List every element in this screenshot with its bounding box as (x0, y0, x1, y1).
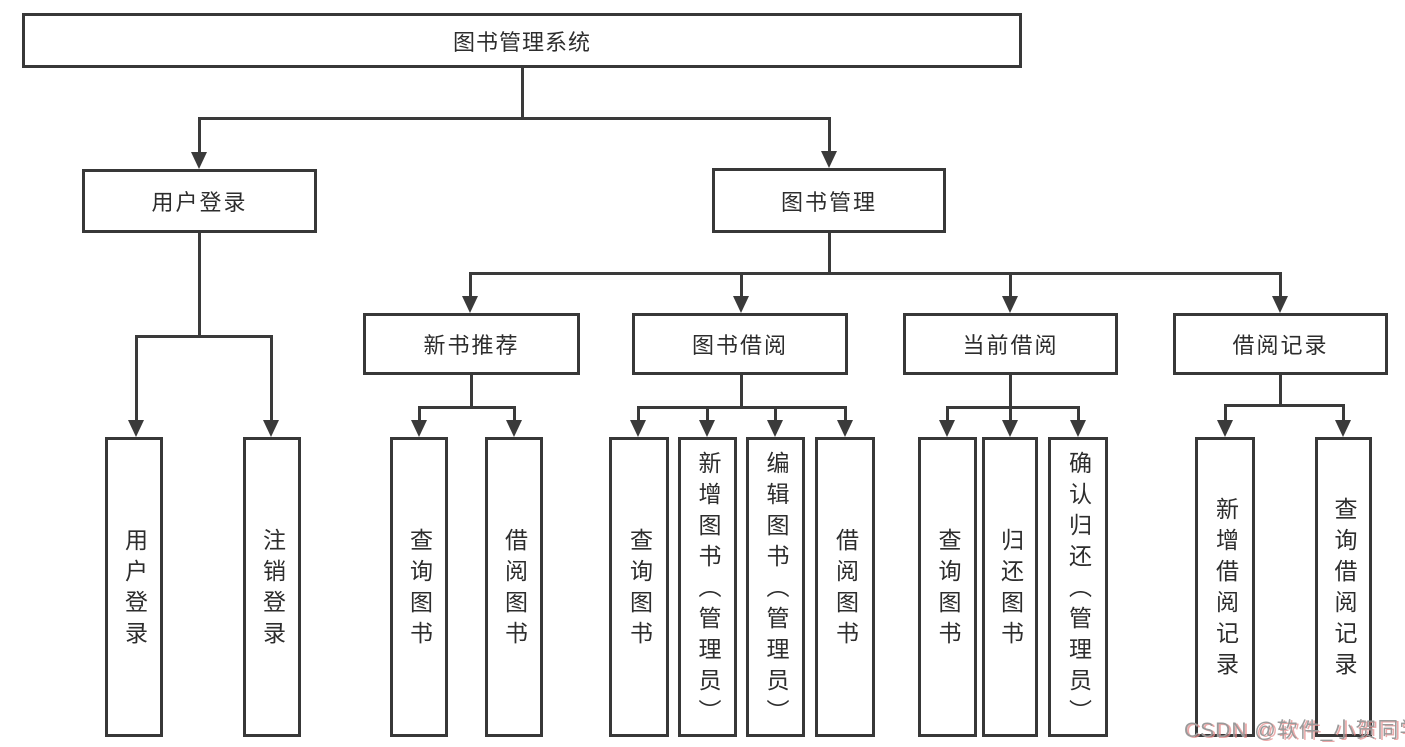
connector-segment (134, 334, 273, 338)
arrowhead (699, 420, 715, 437)
connector-segment (1341, 405, 1345, 422)
connector-segment (469, 375, 473, 407)
connector-segment (1008, 407, 1012, 422)
node-user-login: 用户登录 (82, 169, 317, 233)
connector-segment (843, 407, 847, 422)
connector-segment (468, 271, 1282, 275)
connector-segment (1008, 273, 1012, 298)
connector-segment (1278, 273, 1282, 298)
connector-segment (827, 233, 831, 273)
arrowhead (733, 296, 749, 313)
arrowhead (1335, 420, 1351, 437)
leaf-query-borrow-record: 查询借阅记录 (1315, 437, 1372, 737)
leaf-confirm-return-admin: 确认归还（管理员） (1048, 437, 1108, 737)
connector-segment (945, 405, 1080, 409)
connector-segment (739, 273, 743, 298)
leaf-edit-books-admin: 编辑图书（管理员） (746, 437, 805, 737)
arrowhead (821, 151, 837, 168)
node-current-borrowing: 当前借阅 (903, 313, 1118, 375)
arrowhead (411, 420, 427, 437)
arrowhead (1217, 420, 1233, 437)
connector-segment (705, 407, 709, 422)
connector-segment (1008, 375, 1012, 407)
connector-segment (417, 407, 421, 422)
connector-segment (1076, 407, 1080, 422)
arrowhead (837, 420, 853, 437)
arrowhead (1002, 420, 1018, 437)
arrowhead (128, 420, 144, 437)
connector-segment (269, 336, 273, 422)
leaf-logout: 注销登录 (243, 437, 301, 737)
leaf-add-borrow-record: 新增借阅记录 (1195, 437, 1255, 737)
connector-segment (773, 407, 777, 422)
connector-segment (945, 407, 949, 422)
connector-segment (468, 273, 472, 298)
connector-segment (197, 116, 831, 120)
connector-segment (197, 233, 201, 336)
leaf-add-books-admin: 新增图书（管理员） (678, 437, 737, 737)
connector-segment (1223, 403, 1345, 407)
connector-segment (1278, 375, 1282, 405)
arrowhead (506, 420, 522, 437)
connector-segment (739, 375, 743, 407)
connector-segment (636, 407, 640, 422)
connector-segment (512, 407, 516, 422)
arrowhead (939, 420, 955, 437)
node-new-book-recommendation: 新书推荐 (363, 313, 580, 375)
node-borrowing-records: 借阅记录 (1173, 313, 1388, 375)
connector-segment (827, 118, 831, 153)
connector-segment (417, 405, 516, 409)
csdn-watermark: CSDN @软件_小贺同学 (1184, 719, 1405, 742)
arrowhead (462, 296, 478, 313)
leaf-borrow-books-under-recommendation: 借阅图书 (485, 437, 543, 737)
leaf-query-books-under-current: 查询图书 (918, 437, 977, 737)
connector-segment (636, 405, 847, 409)
connector-segment (134, 336, 138, 422)
node-root-library-management-system: 图书管理系统 (22, 13, 1022, 68)
arrowhead (1070, 420, 1086, 437)
arrowhead (767, 420, 783, 437)
arrowhead (630, 420, 646, 437)
leaf-user-login: 用户登录 (105, 437, 163, 737)
connector-segment (197, 118, 201, 154)
leaf-query-books-under-recommendation: 查询图书 (390, 437, 448, 737)
node-book-management: 图书管理 (712, 168, 946, 233)
arrowhead (1272, 296, 1288, 313)
arrowhead (191, 152, 207, 169)
leaf-query-books-under-borrowing: 查询图书 (609, 437, 669, 737)
leaf-return-books: 归还图书 (982, 437, 1038, 737)
arrowhead (263, 420, 279, 437)
leaf-borrow-books-under-borrowing: 借阅图书 (815, 437, 875, 737)
connector-segment (520, 68, 524, 118)
node-book-borrowing: 图书借阅 (632, 313, 848, 375)
connector-segment (1223, 405, 1227, 422)
arrowhead (1002, 296, 1018, 313)
